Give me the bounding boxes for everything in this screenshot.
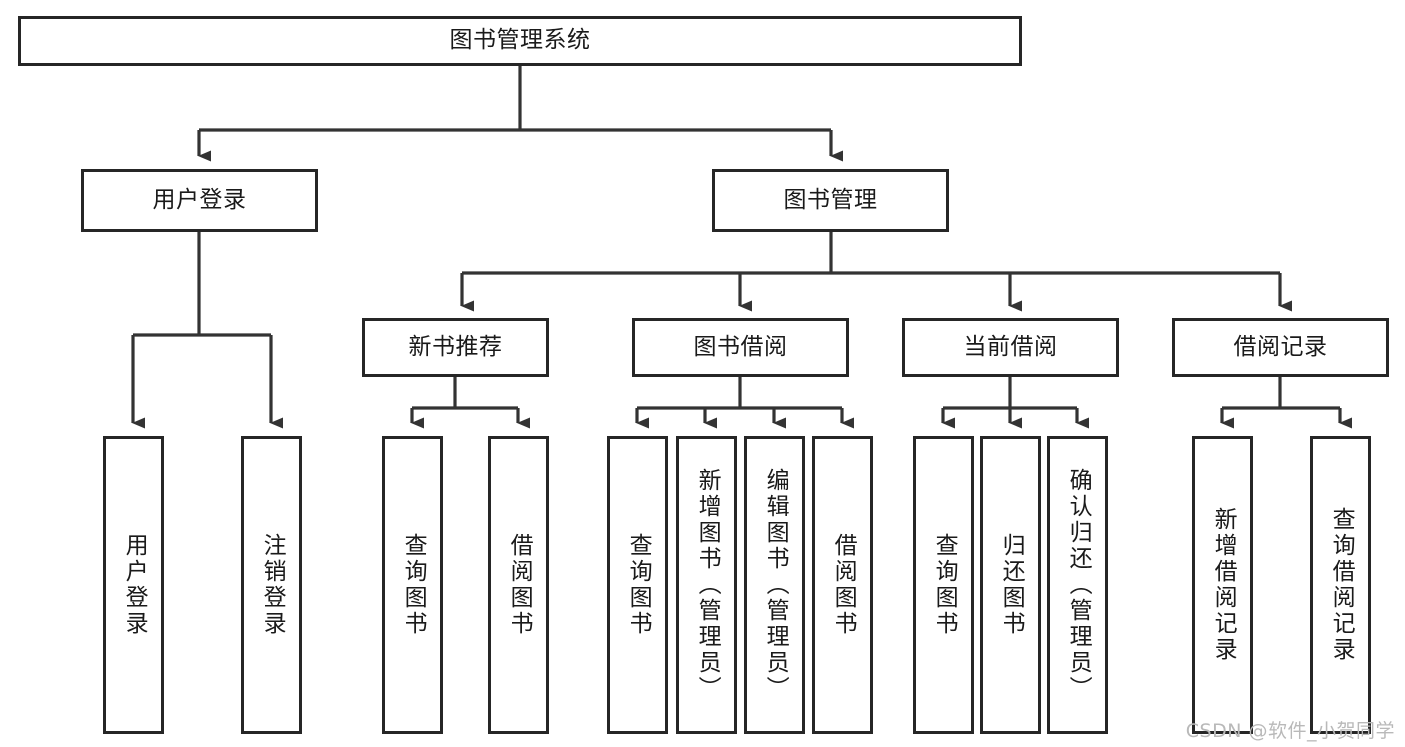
node-book-borrow[interactable]: 图书借阅: [632, 318, 849, 377]
node-label: 新增图书（管理员）: [694, 468, 721, 702]
leaf-add-book-admin[interactable]: 新增图书（管理员）: [676, 436, 737, 734]
node-label: 归还图书: [998, 533, 1025, 637]
node-label: 编辑图书（管理员）: [762, 468, 789, 702]
leaf-edit-book-admin[interactable]: 编辑图书（管理员）: [744, 436, 805, 734]
node-new-book-recommend[interactable]: 新书推荐: [362, 318, 549, 377]
watermark-text: CSDN @软件_小贺同学: [1185, 720, 1395, 742]
node-label: 用户登录: [152, 186, 247, 213]
leaf-return-book[interactable]: 归还图书: [980, 436, 1041, 734]
leaf-query-borrow-record[interactable]: 查询借阅记录: [1310, 436, 1371, 734]
node-label: 当前借阅: [963, 333, 1058, 360]
node-label: 借阅图书: [830, 533, 857, 637]
node-label: 确认归还（管理员）: [1065, 468, 1092, 702]
leaf-query-book-borrow[interactable]: 查询图书: [607, 436, 668, 734]
node-label: 查询图书: [931, 533, 958, 637]
node-borrow-record[interactable]: 借阅记录: [1172, 318, 1389, 377]
leaf-query-book-current[interactable]: 查询图书: [913, 436, 974, 734]
node-label: 注销登录: [259, 533, 286, 637]
leaf-user-login[interactable]: 用户登录: [103, 436, 164, 734]
node-label: 图书借阅: [693, 333, 788, 360]
leaf-logout-login[interactable]: 注销登录: [241, 436, 302, 734]
node-label: 图书管理: [783, 186, 878, 213]
node-current-borrow[interactable]: 当前借阅: [902, 318, 1119, 377]
node-user-login[interactable]: 用户登录: [81, 169, 318, 232]
leaf-borrow-book-recommend[interactable]: 借阅图书: [488, 436, 549, 734]
node-label: 新书推荐: [408, 333, 503, 360]
leaf-query-book-recommend[interactable]: 查询图书: [382, 436, 443, 734]
leaf-add-borrow-record[interactable]: 新增借阅记录: [1192, 436, 1253, 734]
node-label: 借阅图书: [506, 533, 533, 637]
node-label: 查询图书: [625, 533, 652, 637]
leaf-confirm-return-admin[interactable]: 确认归还（管理员）: [1047, 436, 1108, 734]
node-root-book-management-system[interactable]: 图书管理系统: [18, 16, 1022, 66]
node-label: 新增借阅记录: [1210, 507, 1237, 663]
node-book-management[interactable]: 图书管理: [712, 169, 949, 232]
leaf-borrow-book[interactable]: 借阅图书: [812, 436, 873, 734]
node-label: 查询借阅记录: [1328, 507, 1355, 663]
node-label: 用户登录: [121, 533, 148, 637]
node-label: 图书管理系统: [449, 27, 591, 54]
node-label: 查询图书: [400, 533, 427, 637]
node-label: 借阅记录: [1233, 333, 1328, 360]
